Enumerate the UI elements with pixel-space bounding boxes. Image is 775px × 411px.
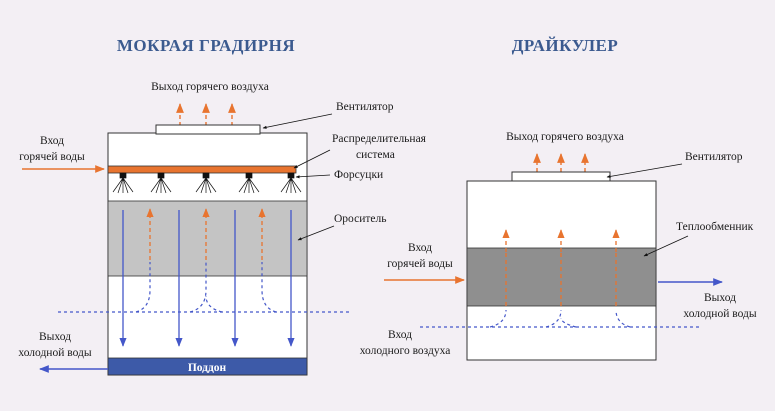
wet-fan — [155, 124, 261, 135]
dry-cold-water-out-label-2: холодной воды — [683, 308, 756, 320]
dry-cooler-title: ДРАЙКУЛЕР — [512, 36, 619, 55]
fill-label: Ороситель — [334, 213, 386, 225]
dry-fan-callout — [606, 163, 683, 178]
wet-fan-callout — [262, 113, 333, 129]
wet-cold-water-out-label-1: Выход — [39, 331, 71, 343]
dry-fan-label: Вентилятор — [685, 151, 743, 163]
basin — [107, 357, 308, 376]
nozzles-label: Форсуцки — [334, 169, 383, 181]
dry-fan — [511, 171, 611, 182]
heat-exchanger-callout — [643, 235, 689, 257]
fill-callout — [297, 225, 335, 241]
dry-cold-air-in-label-1: Вход — [388, 329, 412, 341]
nozzles-callout — [295, 174, 331, 179]
distribution-label-1: Распределительная — [332, 133, 427, 145]
dry-cold-water-out-label-1: Выход — [704, 292, 736, 304]
dry-cold-air-in-label-2: холодного воздуха — [360, 345, 451, 357]
heat-exchanger-label: Теплообменник — [676, 221, 754, 233]
dry-cooler: ДРАЙКУЛЕР Выход горячего воздуха — [360, 36, 757, 361]
basin-label: Поддон — [188, 362, 227, 374]
wet-hot-water-in-label-1: Вход — [40, 135, 64, 147]
dry-hot-air-rising — [502, 229, 620, 306]
wet-hot-water-in-label-2: горячей воды — [19, 151, 85, 163]
wet-cold-air-in — [58, 262, 352, 313]
dry-hot-air-out-label: Выход горячего воздуха — [506, 131, 624, 143]
wet-hot-air-rising — [146, 208, 266, 260]
wet-fan-label: Вентилятор — [336, 101, 394, 113]
wet-cooling-tower: МОКРАЯ ГРАДИРНЯ Выход горячего воздуха — [18, 36, 427, 376]
wet-hot-air-out-label: Выход горячего воздуха — [151, 81, 269, 93]
wet-tower-title: МОКРАЯ ГРАДИРНЯ — [117, 36, 295, 55]
falling-water-arrows — [119, 210, 295, 347]
fill-media — [107, 200, 308, 277]
nozzles — [112, 172, 302, 194]
distribution-label-2: система — [356, 149, 395, 161]
wet-cold-water-out-label-2: холодной воды — [18, 347, 91, 359]
dry-hot-water-in-label-2: горячей воды — [387, 258, 453, 270]
dry-cold-air-in — [420, 309, 700, 328]
distribution-pipe — [107, 165, 297, 174]
dry-hot-water-in-label-1: Вход — [408, 242, 432, 254]
distribution-callout — [293, 149, 331, 169]
